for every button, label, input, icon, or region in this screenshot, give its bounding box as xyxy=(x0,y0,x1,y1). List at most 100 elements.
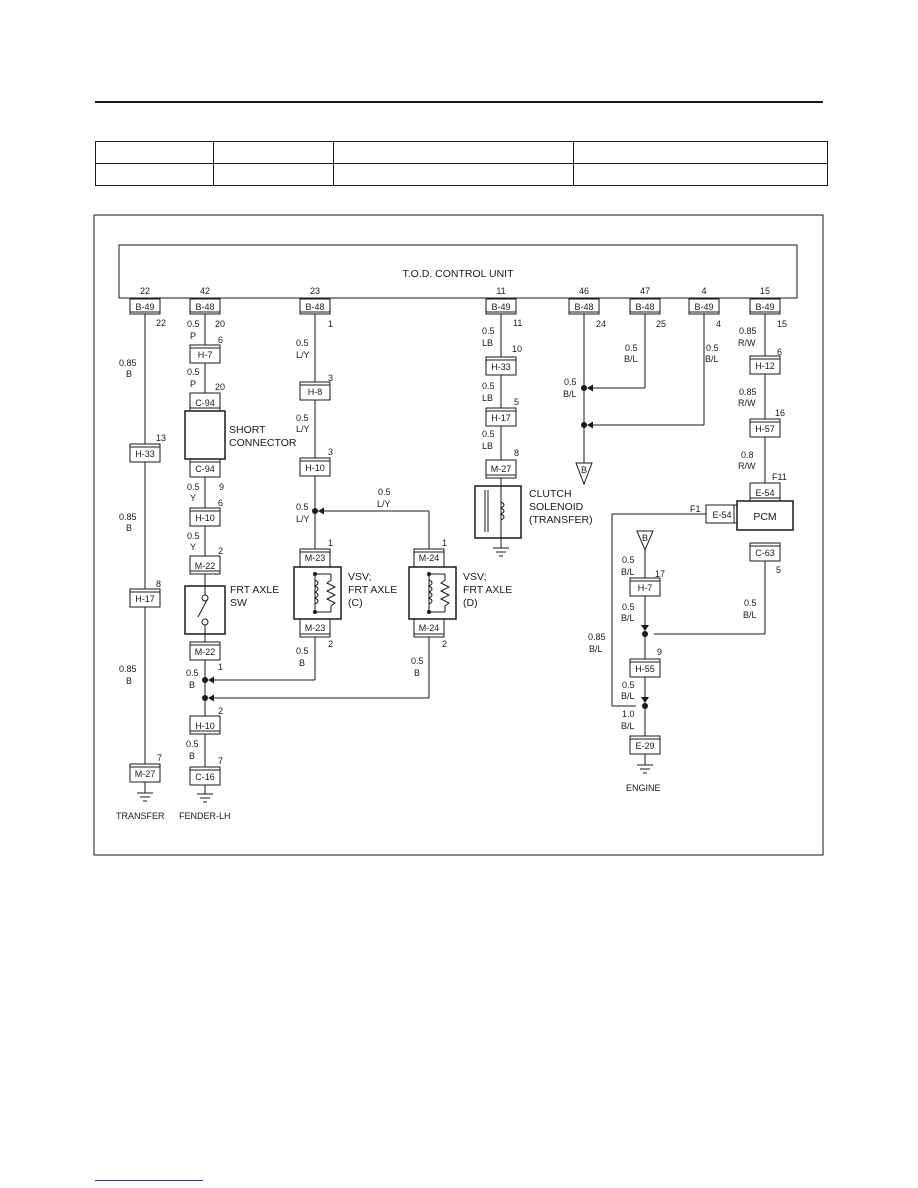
clutch-solenoid-label: (TRANSFER) xyxy=(529,514,593,526)
wire-color: R/W xyxy=(738,338,756,348)
wire-size: 0.5 xyxy=(187,367,200,377)
terminal-dot xyxy=(427,610,431,614)
connector-label: B-48 xyxy=(635,302,654,312)
wire-size: 0.85 xyxy=(119,512,137,522)
wire-size: 0.5 xyxy=(482,429,495,439)
pin-number: F11 xyxy=(772,472,787,482)
wire-color: B/L xyxy=(589,644,603,654)
table-row xyxy=(95,163,828,186)
pin-number: 24 xyxy=(596,319,606,329)
wire-size: 0.5 xyxy=(296,502,309,512)
connector-label: H-57 xyxy=(755,424,775,434)
connector-label: C-16 xyxy=(195,772,215,782)
connector-label: B-48 xyxy=(305,302,324,312)
connector-label: M-27 xyxy=(135,769,156,779)
wire-color: B xyxy=(126,523,132,533)
connector-label: M-24 xyxy=(419,553,440,563)
connector-label: B-49 xyxy=(755,302,774,312)
circuit-pin11 xyxy=(474,314,522,557)
pin-number: 17 xyxy=(655,569,665,579)
connector-label: E-54 xyxy=(755,488,774,498)
wire-color: B/L xyxy=(621,567,635,577)
connector-label: B-49 xyxy=(135,302,154,312)
wire-color: B xyxy=(414,668,420,678)
circuit-pin23 xyxy=(293,314,457,698)
splice-point xyxy=(312,508,318,514)
ground-mark-b: B xyxy=(642,533,648,543)
pin-number: 22 xyxy=(156,318,166,328)
wire-color: B/L xyxy=(563,389,577,399)
wire-size: 0.5 xyxy=(378,487,391,497)
connector-label: B-48 xyxy=(574,302,593,312)
unit-pin-label: 15 xyxy=(760,286,770,296)
pin-number: 8 xyxy=(514,448,519,458)
connector-label: C-63 xyxy=(755,548,775,558)
wire-size: 0.5 xyxy=(187,319,200,329)
ground-label-fender: FENDER-LH xyxy=(179,811,231,821)
wire-color: Y xyxy=(190,493,196,503)
connector-label: B-49 xyxy=(694,302,713,312)
splice-point xyxy=(581,385,587,391)
wire-color: L/Y xyxy=(296,424,310,434)
wire-size: 0.5 xyxy=(622,602,635,612)
connector-label: H-8 xyxy=(308,387,323,397)
unit-pin-label: 22 xyxy=(140,286,150,296)
connector-label: M-22 xyxy=(195,561,216,571)
splice-point xyxy=(642,631,648,637)
ground-label-engine: ENGINE xyxy=(626,783,661,793)
connector-label: H-10 xyxy=(305,463,325,473)
terminal-dot xyxy=(313,572,317,576)
connector-label: H-7 xyxy=(638,583,653,593)
connector-label: E-54 xyxy=(712,510,731,520)
wire-size: 0.5 xyxy=(187,531,200,541)
pin-number: 15 xyxy=(777,319,787,329)
connector-label: H-17 xyxy=(135,594,155,604)
splice-arrow xyxy=(641,697,649,703)
connector-label: C-94 xyxy=(195,464,215,474)
wire-size: 0.5 xyxy=(744,598,757,608)
pin-number: 9 xyxy=(657,647,662,657)
vsv-c-label: VSV; xyxy=(348,571,372,583)
pin-number: 16 xyxy=(775,408,785,418)
vsv-c-label: (C) xyxy=(348,597,363,609)
wire-size: 0.85 xyxy=(119,664,137,674)
splice-arrow xyxy=(587,421,593,429)
wire-size: 0.5 xyxy=(482,381,495,391)
unit-pin-label: 23 xyxy=(310,286,320,296)
pin-number: 5 xyxy=(776,565,781,575)
wire-size: 0.5 xyxy=(186,739,199,749)
pin-number: 5 xyxy=(514,397,519,407)
pin-number: 1 xyxy=(328,319,333,329)
splice-point xyxy=(642,703,648,709)
wire-size: 0.85 xyxy=(588,632,606,642)
unit-connectors xyxy=(129,298,781,315)
wire-size: 0.5 xyxy=(186,668,199,678)
clutch-solenoid-label: SOLENOID xyxy=(529,501,584,513)
circuit-pins-46-47-4 xyxy=(575,314,705,486)
wire-size: 0.85 xyxy=(119,358,137,368)
wire-size: 0.5 xyxy=(296,413,309,423)
wire-color: B/L xyxy=(621,613,635,623)
wire-color: B/L xyxy=(621,721,635,731)
circuit-pin42 xyxy=(184,314,226,803)
wire-color: LB xyxy=(482,441,493,451)
wire-size: 0.85 xyxy=(739,387,757,397)
splice-arrow xyxy=(641,625,649,631)
pin-number: 20 xyxy=(215,319,225,329)
tod-control-unit-label: T.O.D. CONTROL UNIT xyxy=(402,268,514,280)
pin-number: 25 xyxy=(656,319,666,329)
wire-color: B/L xyxy=(743,610,757,620)
connector-label: H-55 xyxy=(635,664,655,674)
connector-label: B-48 xyxy=(195,302,214,312)
wire-color: L/Y xyxy=(377,499,391,509)
table-cell xyxy=(573,163,828,186)
vsv-frt-axle-d xyxy=(408,566,457,620)
clutch-solenoid-label: CLUTCH xyxy=(529,488,572,500)
connector-label: H-10 xyxy=(195,513,215,523)
connector-label: M-23 xyxy=(305,623,326,633)
terminal-dot xyxy=(313,610,317,614)
footer-link-rule[interactable] xyxy=(95,1180,203,1181)
wire-color: B/L xyxy=(621,691,635,701)
short-connector-label: CONNECTOR xyxy=(229,437,297,449)
pin-number: 9 xyxy=(219,482,224,492)
